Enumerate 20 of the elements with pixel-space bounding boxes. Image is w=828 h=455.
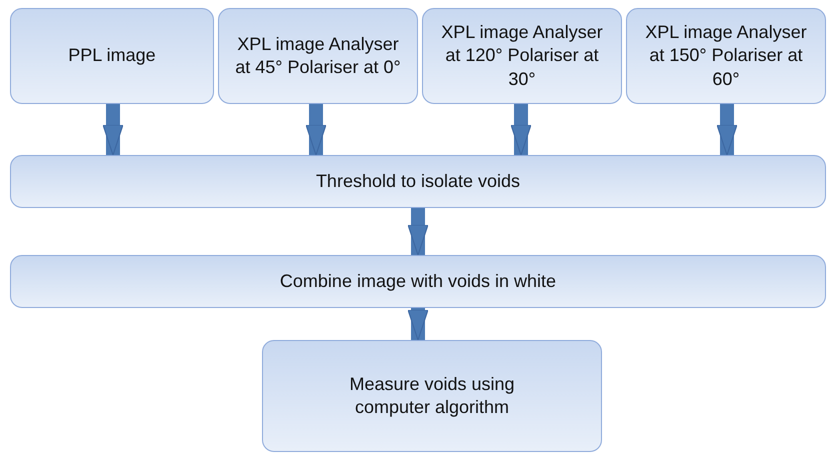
- source-box: [10, 8, 214, 104]
- block-arrow: [306, 104, 326, 156]
- process-bar: [10, 155, 826, 208]
- block-arrow: [408, 208, 428, 256]
- source-box: [422, 8, 622, 104]
- block-arrow: [716, 104, 738, 156]
- node-text: XPL image Analyser at 150° Polariser at 60°: [644, 20, 808, 91]
- node-text: Threshold to isolate voids: [316, 170, 520, 193]
- node-text: PPL image: [68, 44, 156, 68]
- node-text: XPL image Analyser at 45° Polariser at 0°: [234, 32, 402, 79]
- process-bar: [10, 255, 826, 308]
- source-box: [218, 8, 418, 104]
- node-text: Measure voids using computer algorithm: [348, 372, 516, 419]
- result-box: [262, 340, 602, 452]
- block-arrow: [102, 104, 124, 156]
- block-arrow: [510, 104, 532, 156]
- node-text: XPL image Analyser at 120° Polariser at 30°: [440, 20, 604, 91]
- source-box: [626, 8, 826, 104]
- block-arrow: [408, 308, 428, 340]
- node-text: Combine image with voids in white: [280, 270, 556, 293]
